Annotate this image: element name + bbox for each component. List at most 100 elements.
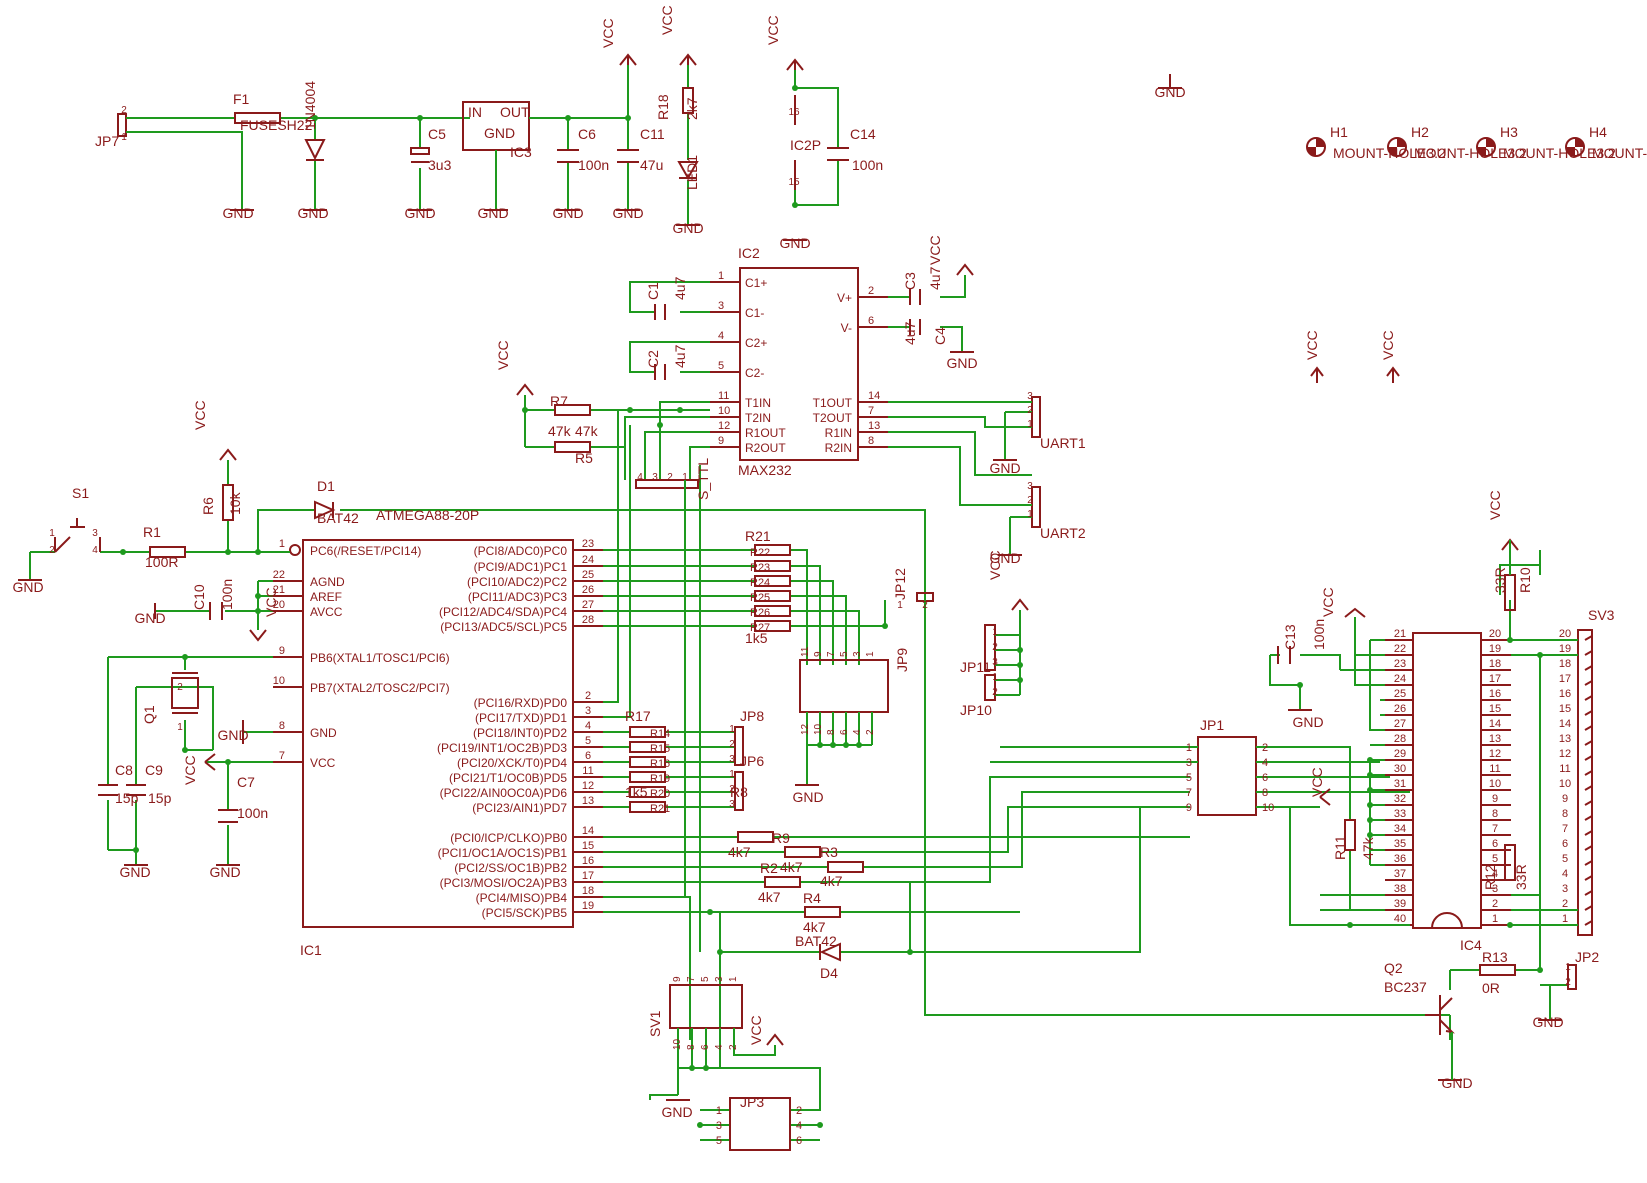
net-label-gnd-c4: GND xyxy=(946,355,977,371)
jp3-pin-num: 3 xyxy=(716,1120,722,1132)
part-label-c3-val: 4u7 xyxy=(927,266,943,290)
ic4-pin-num: 15 xyxy=(1489,703,1501,715)
part-label-jp8: JP8 xyxy=(740,708,764,724)
pin-num: 1 xyxy=(897,600,903,611)
net-label-vcc-sv1: VCC xyxy=(748,1015,764,1045)
ic4-pin-num: 13 xyxy=(1489,733,1501,745)
part-label-f1-val: FUSESH22 xyxy=(240,117,313,133)
pin-num: 2 xyxy=(121,105,127,116)
part-label-r7-val: 47k xyxy=(548,423,572,439)
jp1-pin-num: 1 xyxy=(1186,742,1192,754)
ic1-pin-name: AGND xyxy=(310,575,345,589)
ic1-pin-name: AREF xyxy=(310,590,342,604)
jp3-pin-num: 5 xyxy=(716,1135,722,1147)
jp9-pin-num: 1 xyxy=(865,651,876,657)
ic2-pin-name: T2OUT xyxy=(813,411,853,425)
pin-num: 1 xyxy=(1027,509,1033,520)
pin-num: 3 xyxy=(1027,391,1033,402)
sv1-pin-num: 6 xyxy=(700,1044,711,1050)
sv3-pin-num: 11 xyxy=(1559,763,1570,775)
sv3-pin-num: 1 xyxy=(1562,913,1568,925)
ic4-pin-num: 31 xyxy=(1394,778,1406,790)
ic1-pin-name: (PCI16/RXD)PD0 xyxy=(474,696,568,710)
ic4-pin-num: 12 xyxy=(1489,748,1501,760)
jp9-pin-num: 10 xyxy=(813,723,824,735)
part-label-r2-val2: 4k7 xyxy=(758,889,781,905)
pin-num: 1 xyxy=(992,672,998,683)
net-label-vcc-reg-in: VCC xyxy=(600,18,616,48)
part-label-d1-val: BAT42 xyxy=(317,510,359,526)
ic2-max232-body xyxy=(739,267,859,461)
ic1-pin-name: PB7(XTAL2/TOSC2/PCI7) xyxy=(310,681,450,695)
sv3-pin-num: 16 xyxy=(1559,688,1571,700)
jp6-connector xyxy=(734,771,744,811)
ic1-pin-name: (PCI13/ADC5/SCL)PC5 xyxy=(440,620,567,634)
part-label-jp6: JP6 xyxy=(740,753,764,769)
portb-resistors xyxy=(603,465,1190,1040)
ic1-pin-num: 1 xyxy=(279,538,285,550)
pin-num: 2 xyxy=(922,600,928,611)
part-label-r11: R11 xyxy=(1332,835,1348,860)
ground-symbols-top xyxy=(230,74,1182,241)
ic1-pin-num: 15 xyxy=(582,840,594,852)
resistor-r1 xyxy=(149,546,186,558)
jp9-pin-num: 12 xyxy=(800,723,811,735)
sv3-pin-num: 3 xyxy=(1562,883,1568,895)
part-label-jp3: JP3 xyxy=(740,1094,764,1110)
sv3-pin-num: 10 xyxy=(1559,778,1571,790)
ic1-pin-name: (PCI18/INT0)PD2 xyxy=(473,726,567,740)
net-label-gnd-q2: GND xyxy=(1441,1075,1472,1091)
ic1-pin-name: (PCI11/ADC3)PC3 xyxy=(468,590,567,604)
net-label-gnd-ic1: GND xyxy=(217,727,248,743)
ic4-pin-num: 11 xyxy=(1489,763,1500,775)
jp7-connector xyxy=(117,113,127,137)
ic4-pin-num: 20 xyxy=(1489,628,1501,640)
pin-num: 1 xyxy=(1565,962,1571,973)
part-label-c1: C1 xyxy=(645,282,661,300)
ic4-pin-num: 4 xyxy=(1492,868,1498,880)
pin-num: 2 xyxy=(1565,977,1571,988)
pin-num: 15 xyxy=(788,177,800,188)
ic4-pin-num: 8 xyxy=(1492,808,1498,820)
part-label-ic2: IC2 xyxy=(738,245,760,261)
resistor-array-label: R14 xyxy=(650,728,670,740)
net-label-gnd-top: GND xyxy=(1154,84,1185,100)
part-label-r4-val: 4k7 xyxy=(803,919,826,935)
ic1-pin-num: 16 xyxy=(582,855,594,867)
part-label-c3: C3 xyxy=(902,272,918,290)
sv3-connector xyxy=(1577,629,1593,936)
jp1-pin-num: 4 xyxy=(1262,757,1268,769)
ic2-pin-name: C1+ xyxy=(745,276,767,290)
ic4-pin-num: 34 xyxy=(1394,823,1406,835)
ic1-pin-name: (PCI1/OC1A/OC1S)PB1 xyxy=(438,846,568,860)
net-label-gnd-jp2: GND xyxy=(1532,1014,1563,1030)
ic2-pin-num: 12 xyxy=(718,420,730,432)
ic4-pin-num: 14 xyxy=(1489,718,1501,730)
part-label-s-ttl: S_TTL xyxy=(695,458,711,500)
ic2-pin-name: R2IN xyxy=(825,441,852,455)
part-label-r10: R10 xyxy=(1517,567,1533,593)
part-label-r10-val: 33R xyxy=(1492,567,1508,593)
pin-num: 3 xyxy=(729,754,735,765)
net-label-gnd-led: GND xyxy=(672,220,703,236)
part-label-r12: R12 xyxy=(1482,864,1498,890)
jp1-pin-num: 10 xyxy=(1262,802,1274,814)
sv1-pin-num: 8 xyxy=(686,1044,697,1050)
sv3-pin-num: 4 xyxy=(1562,868,1568,880)
net-label-gnd-jp9: GND xyxy=(792,789,823,805)
diode-1n4004 xyxy=(304,139,326,161)
ic1-pin-num: 24 xyxy=(582,554,594,566)
jp9-pin-num: 4 xyxy=(852,729,863,735)
resistor-array-r22-r27 xyxy=(754,544,791,632)
sv1-pin-num: 3 xyxy=(714,976,725,982)
ic1-pin-name: (PCI0/ICP/CLKO)PB0 xyxy=(450,831,567,845)
jp11-connector xyxy=(984,624,996,671)
ic1-pin-name: (PCI19/INT1/OC2B)PD3 xyxy=(437,741,567,755)
switch-s1 xyxy=(54,518,101,553)
part-label-r9-val: 4k7 xyxy=(728,844,751,860)
part-label-q2: Q2 xyxy=(1384,960,1403,976)
part-label-c6-val: 100n xyxy=(578,157,609,173)
sv1-pin-num: 10 xyxy=(672,1038,683,1050)
part-label-r3-val: 4k7 xyxy=(820,873,843,889)
part-label-r11-val: 47k xyxy=(1360,836,1376,860)
